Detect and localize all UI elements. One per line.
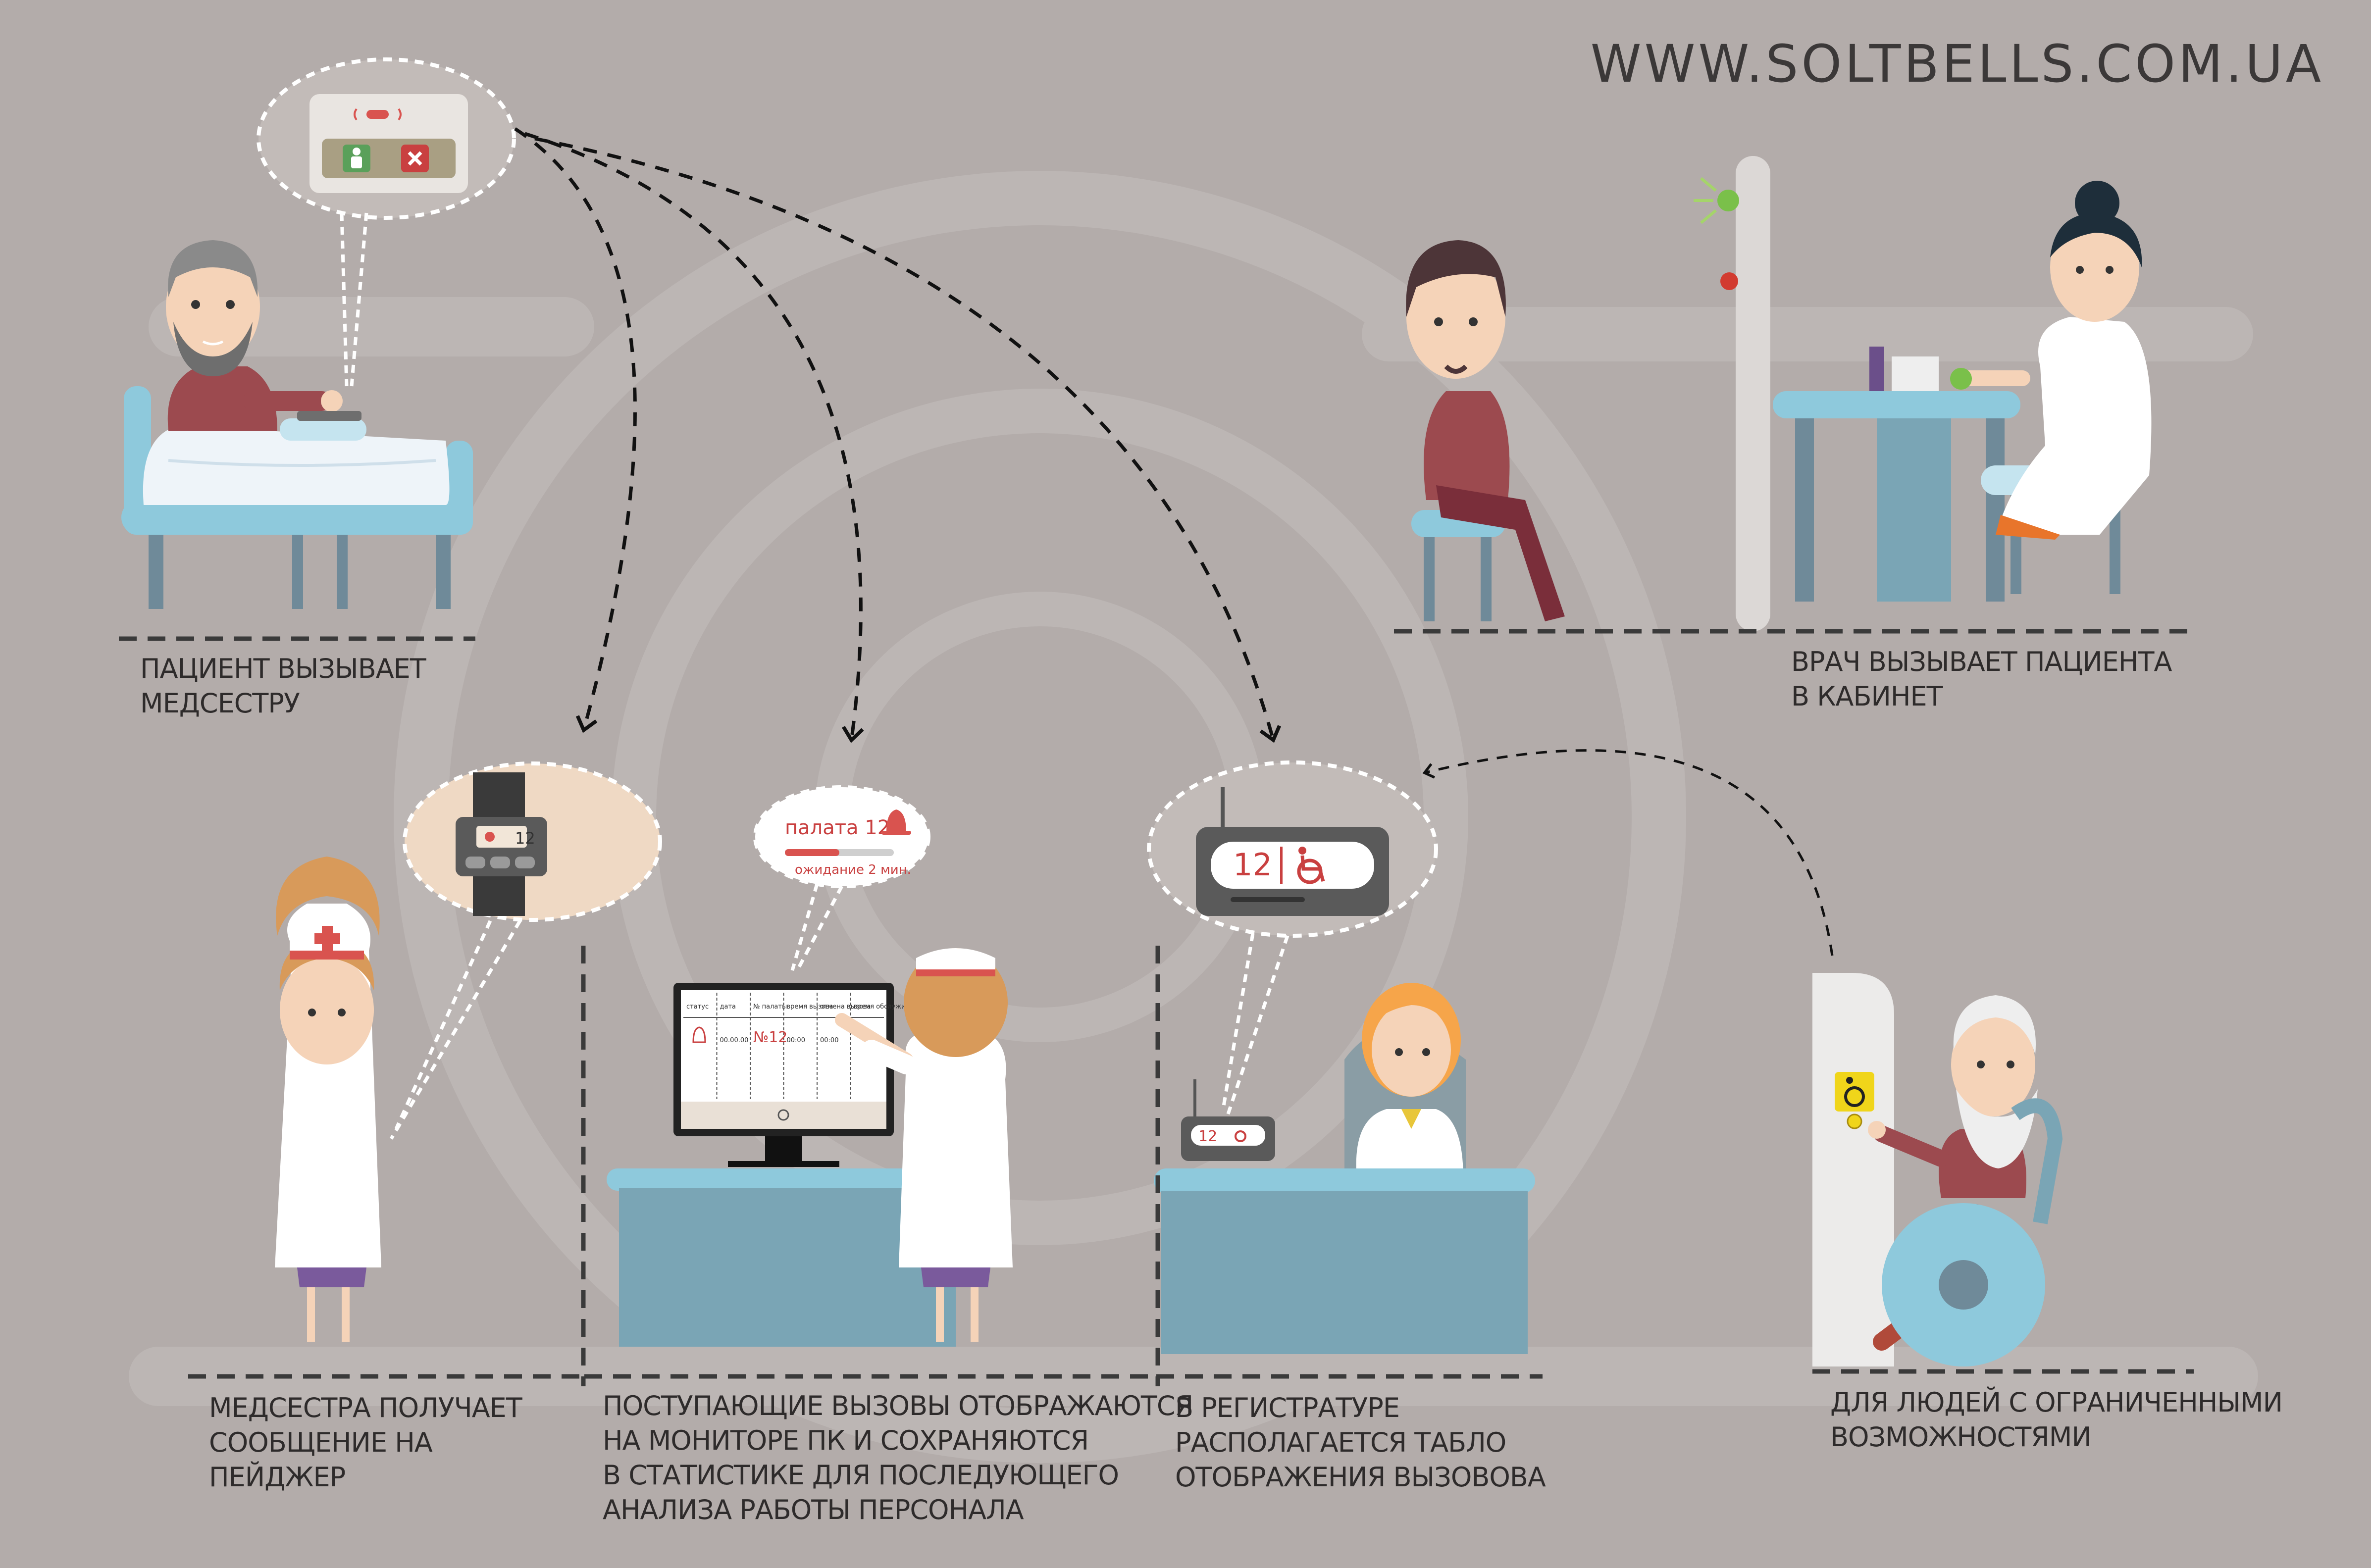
call-button-icon xyxy=(354,108,402,121)
monitor-table-header: время вызова xyxy=(787,1003,833,1011)
call-button-bubble xyxy=(257,57,516,387)
caption-doctor: ВРАЧ ВЫЗЫВАЕТ ПАЦИЕНТА В КАБИНЕТ xyxy=(1791,646,2172,712)
reception-scene: 12 12 xyxy=(1147,760,1535,1354)
call-arrows xyxy=(514,127,1834,956)
monitor-table-cell: 00:00 xyxy=(820,1037,838,1044)
green-lamp-icon xyxy=(1694,177,1739,224)
wheelchair-scene xyxy=(1812,973,2063,1366)
background-watermark xyxy=(129,171,2258,1463)
wheelchair-icon xyxy=(1835,1072,1874,1112)
monitor-scene: палата 12 ожидание 2 мин. статус дата № па… xyxy=(607,785,1013,1347)
cancel-x-icon xyxy=(401,145,429,172)
monitor-table-cell: №12 xyxy=(753,1029,787,1046)
wait-label: ожидание 2 мин. xyxy=(795,862,911,877)
monitor-table-cell: 00.00.00 xyxy=(720,1037,749,1044)
wheelchair-icon xyxy=(1235,1130,1246,1142)
site-url[interactable]: WWW.SOLTBELLS.COM.UA xyxy=(1590,34,2324,94)
nurse-pager-scene: 12 xyxy=(275,761,662,1342)
doctor-scene xyxy=(1406,156,2152,631)
monitor-table-header: дата xyxy=(720,1003,736,1011)
desk-display-number: 12 xyxy=(1198,1128,1217,1145)
bell-icon xyxy=(692,1026,706,1043)
caption-monitor: ПОСТУПАЮЩИЕ ВЫЗОВЫ ОТОБРАЖАЮТСЯ НА МОНИТ… xyxy=(603,1390,1193,1525)
red-lamp-icon xyxy=(1720,272,1738,290)
person-icon xyxy=(343,145,370,172)
monitor-table-header: статус xyxy=(686,1003,709,1011)
pager-number: 12 xyxy=(515,829,535,848)
red-cross-icon xyxy=(314,926,340,952)
monitor-table-cell: 00:00 xyxy=(787,1037,805,1044)
call-button-icon xyxy=(485,832,495,842)
caption-nurse-pager: МЕДСЕСТРА ПОЛУЧАЕТ СООБЩЕНИЕ НА ПЕЙДЖЕР xyxy=(209,1392,522,1493)
ward-label: палата 12 xyxy=(785,816,890,839)
baselines xyxy=(119,629,2194,1386)
wait-progress xyxy=(785,849,839,856)
caption-disabled: ДЛЯ ЛЮДЕЙ С ОГРАНИЧЕННЫМИ ВОЗМОЖНОСТЯМИ xyxy=(1830,1387,2283,1453)
display-number: 12 xyxy=(1233,847,1272,883)
caption-patient: ПАЦИЕНТ ВЫЗЫВАЕТ МЕДСЕСТРУ xyxy=(140,653,426,719)
monitor-table-header: отмена вызова xyxy=(820,1003,871,1011)
caption-reception: В РЕГИСТРАТУРЕ РАСПОЛАГАЕТСЯ ТАБЛО ОТОБР… xyxy=(1175,1392,1546,1493)
monitor-table-header: № палаты xyxy=(753,1003,787,1011)
wheelchair-icon xyxy=(1297,847,1325,884)
patient-scene xyxy=(121,240,473,609)
bell-icon xyxy=(881,809,911,835)
